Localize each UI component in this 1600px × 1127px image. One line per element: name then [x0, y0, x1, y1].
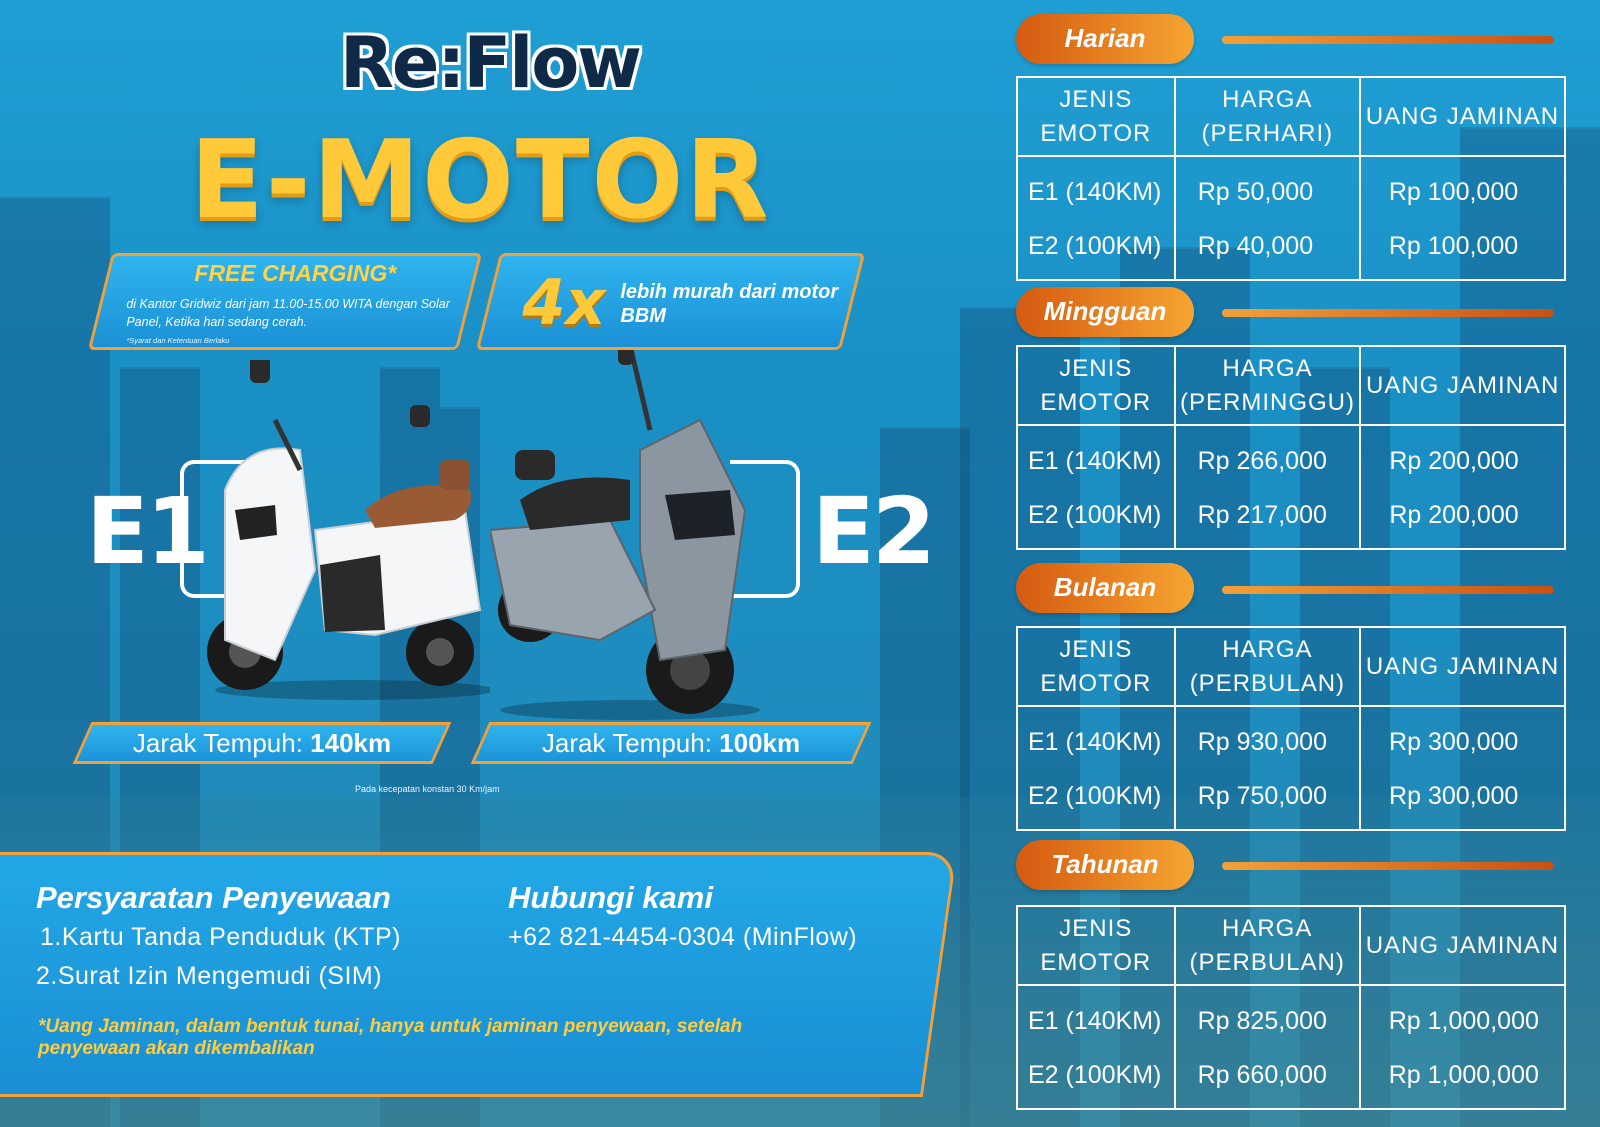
range-badge-e1: Jarak Tempuh: 140km	[72, 722, 452, 764]
cell-value: Rp 300,000	[1389, 781, 1519, 810]
cell-value: E1 (140KM)	[1028, 446, 1162, 475]
column-header: HARGA (PERBULAN)	[1173, 905, 1361, 986]
requirement-item: 2.Surat Izin Mengemudi (SIM)	[36, 962, 383, 990]
section-divider	[1222, 36, 1554, 44]
scooter-e1-image	[207, 360, 490, 700]
cheaper-card: 4x lebih murah dari motor BBM	[475, 253, 866, 350]
cell-value: Rp 660,000	[1197, 1060, 1327, 1089]
cell-value: Rp 100,000	[1388, 177, 1519, 206]
cell-value: Rp 266,000	[1197, 446, 1327, 475]
cell-value: Rp 930,000	[1197, 727, 1327, 756]
table-cell: E1 (140KM) E2 (100KM)	[1016, 155, 1176, 281]
table-cell: E1 (140KM) E2 (100KM)	[1016, 424, 1176, 550]
cell-value: Rp 300,000	[1389, 727, 1519, 756]
section-pill-mingguan: Mingguan	[1016, 287, 1194, 337]
deposit-note: *Uang Jaminan, dalam bentuk tunai, hanya…	[38, 1016, 743, 1059]
table-cell: E1 (140KM) E2 (100KM)	[1016, 705, 1176, 831]
section-pill-harian: Harian	[1016, 14, 1194, 64]
contact-title: Hubungi kami	[508, 880, 713, 915]
table-cell: Rp 300,000 Rp 300,000	[1359, 705, 1566, 831]
column-header: HARGA (PERMINGGU)	[1173, 345, 1362, 426]
column-header: UANG JAMINAN	[1359, 626, 1566, 707]
free-charging-title: FREE CHARGING*	[194, 260, 397, 286]
column-header: UANG JAMINAN	[1359, 345, 1566, 426]
scooter-e2-image	[490, 350, 760, 720]
column-header: JENIS EMOTOR	[1016, 345, 1176, 426]
range-badge-e2: Jarak Tempuh: 100km	[470, 722, 872, 764]
column-header: JENIS EMOTOR	[1016, 626, 1176, 707]
table-cell: Rp 825,000 Rp 660,000	[1173, 984, 1361, 1110]
section-divider	[1222, 586, 1554, 594]
free-charging-card: FREE CHARGING* di Kantor Gridwiz dari ja…	[87, 253, 483, 350]
cell-value: E2 (100KM)	[1028, 500, 1162, 529]
cell-value: E2 (100KM)	[1028, 1060, 1162, 1089]
section-pill-bulanan: Bulanan	[1016, 563, 1194, 613]
speed-note: Pada kecepatan konstan 30 Km/jam	[355, 784, 500, 794]
column-header: JENIS EMOTOR	[1016, 905, 1176, 986]
cell-value: Rp 200,000	[1389, 500, 1519, 529]
cell-value: Rp 217,000	[1197, 500, 1327, 529]
table-cell: Rp 266,000 Rp 217,000	[1173, 424, 1362, 550]
section-divider	[1222, 309, 1554, 317]
page-title: E-MOTOR	[190, 118, 771, 243]
table-cell: Rp 930,000 Rp 750,000	[1173, 705, 1362, 831]
column-header: HARGA (PERBULAN)	[1173, 626, 1362, 707]
cell-value: Rp 825,000	[1197, 1006, 1327, 1035]
table-cell: Rp 100,000 Rp 100,000	[1358, 155, 1567, 281]
cell-value: E2 (100KM)	[1028, 231, 1162, 260]
cell-value: Rp 50,000	[1197, 177, 1314, 206]
table-cell: E1 (140KM) E2 (100KM)	[1016, 984, 1176, 1110]
cell-value: Rp 200,000	[1389, 446, 1519, 475]
cheaper-multiplier: 4x	[522, 266, 606, 339]
table-row: E1 (140KM) E2 (100KM) Rp 825,000 Rp 660,000…	[1016, 984, 1567, 1110]
requirement-item: 1.Kartu Tanda Penduduk (KTP)	[40, 923, 401, 951]
section-divider	[1222, 862, 1554, 870]
table-row: E1 (140KM) E2 (100KM) Rp 930,000 Rp 750,000…	[1016, 705, 1566, 831]
table-cell: Rp 50,000 Rp 40,000	[1173, 155, 1361, 281]
cheaper-text: lebih murah dari motor BBM	[620, 281, 839, 327]
model-label-e1: E1	[86, 478, 210, 585]
requirements-title: Persyaratan Penyewaan	[36, 880, 391, 915]
terms-note: *Syarat dan Ketentuan Berlaku	[126, 336, 230, 345]
column-header: UANG JAMINAN	[1358, 905, 1567, 986]
cell-value: E1 (140KM)	[1028, 727, 1162, 756]
bracket-left	[180, 460, 250, 598]
column-header: JENIS EMOTOR	[1016, 76, 1176, 157]
cell-value: Rp 1,000,000	[1388, 1060, 1539, 1089]
free-charging-text: di Kantor Gridwiz dari jam 11.00-15.00 W…	[126, 297, 450, 329]
cell-value: E2 (100KM)	[1028, 781, 1162, 810]
bracket-right	[730, 460, 800, 598]
cell-value: Rp 40,000	[1197, 231, 1314, 260]
table-cell: Rp 1,000,000 Rp 1,000,000	[1358, 984, 1567, 1110]
contact-phone: +62 821-4454-0304 (MinFlow)	[508, 923, 858, 951]
table-row: E1 (140KM) E2 (100KM) Rp 266,000 Rp 217,000…	[1016, 424, 1566, 550]
table-cell: Rp 200,000 Rp 200,000	[1359, 424, 1566, 550]
column-header: HARGA (PERHARI)	[1173, 76, 1361, 157]
column-header: UANG JAMINAN	[1358, 76, 1567, 157]
cell-value: Rp 100,000	[1388, 231, 1519, 260]
cell-value: E1 (140KM)	[1028, 177, 1162, 206]
cell-value: Rp 750,000	[1197, 781, 1327, 810]
section-pill-tahunan: Tahunan	[1016, 840, 1194, 890]
cell-value: Rp 1,000,000	[1388, 1006, 1539, 1035]
cell-value: E1 (140KM)	[1028, 1006, 1162, 1035]
model-label-e2: E2	[812, 478, 936, 585]
reflow-logo: Re:Flow	[340, 22, 642, 104]
